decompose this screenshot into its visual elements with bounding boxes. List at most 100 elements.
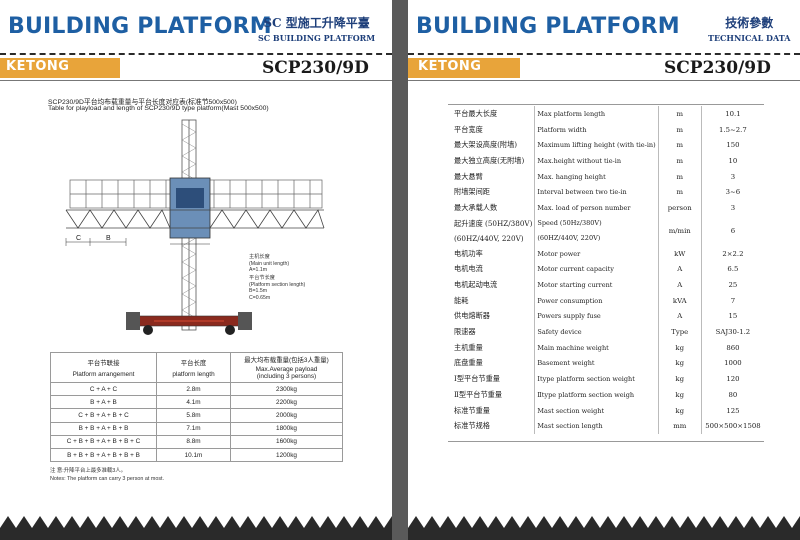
- arrangement-cell: C + B + B + A + B + B + C: [50, 434, 157, 449]
- spec-value: 2×2.2: [700, 245, 764, 262]
- spec-name-en: Basement weight: [534, 355, 659, 372]
- left-rack-decoration: [0, 516, 392, 540]
- left-page: BUILDING PLATFORM SC 型施工升降平臺 SC BUILDING…: [0, 0, 392, 540]
- spec-unit-text: Type: [671, 328, 689, 337]
- spec-row: 起升速度 (50HZ/380V)(60HZ/440V, 220V)Speed (…: [448, 215, 764, 246]
- spec-value: 125: [700, 402, 764, 419]
- spec-name-en: Mast section length: [534, 418, 659, 435]
- spec-name-en-text: Ⅰtype platform section weight: [537, 375, 635, 384]
- table-caption-en: Table for playload and length of SCP230/…: [48, 105, 269, 112]
- length-cell: 2.8m: [156, 381, 231, 397]
- spec-name-en-text: Maximum lifting height (with tie-in): [537, 141, 656, 150]
- spec-name-en: Max.height without tie-in: [534, 153, 659, 169]
- right-subtitle-cn: 技術參數: [725, 16, 774, 30]
- spec-value-text: 860: [726, 343, 740, 352]
- spec-name-cn-text: Ⅰ型平台节重量: [454, 374, 500, 384]
- spec-name-en-text: Interval between two tie-in: [537, 188, 627, 197]
- spec-unit: mm: [657, 418, 702, 435]
- spec-name-en: Motor starting current: [534, 277, 659, 293]
- right-rack-decoration: [408, 516, 800, 540]
- spec-row: 主机重量 Main machine weight kg 860: [448, 339, 764, 356]
- arrangement-cell: C + B + A + B + C: [50, 408, 157, 423]
- spec-value-text: 500×500×1508: [705, 422, 761, 431]
- spec-unit-text: kg: [675, 359, 685, 368]
- spec-value: 25: [700, 277, 764, 293]
- col-length-cn: 平台长度: [180, 359, 207, 367]
- dimension-lines: [65, 238, 210, 246]
- right-brand-bar: KETONG: [408, 58, 520, 78]
- spec-value: 15: [700, 308, 764, 325]
- spec-unit-text: kg: [675, 375, 685, 384]
- spec-unit: m/min: [657, 215, 702, 246]
- spec-value-text: 3: [730, 172, 736, 181]
- right-page-title: BUILDING PLATFORM: [416, 14, 680, 39]
- payload-cell: 2300kg: [230, 381, 343, 397]
- spec-value-text: 2×2.2: [722, 249, 744, 258]
- spec-value-text: 6: [730, 226, 736, 235]
- spec-name-cn-text: 主机重量: [454, 342, 483, 352]
- length-cell: 5.8m: [156, 408, 231, 423]
- spec-name-cn-text: 限速器: [454, 327, 476, 337]
- spec-name-cn-text: 标准节重量: [454, 405, 490, 415]
- spec-value-text: 1.5~2.7: [719, 125, 747, 134]
- spec-name-cn: 底盘重量: [448, 356, 535, 372]
- col-arrangement-en: Platform arrangement: [72, 370, 135, 378]
- spec-name-cn-text: 电机电流: [454, 264, 483, 274]
- spec-value-text: 1000: [724, 359, 742, 368]
- spec-name-en: Power consumption: [534, 292, 659, 309]
- specs-frame: [448, 104, 764, 442]
- spec-name-cn: 平台最大长度: [448, 106, 535, 122]
- spec-unit-text: kg: [675, 343, 685, 352]
- page-gutter: [392, 0, 408, 540]
- spec-value-text: 10.1: [725, 109, 741, 118]
- spec-unit-text: A: [677, 312, 683, 321]
- spec-value: 3~6: [700, 184, 764, 201]
- spec-name-en-text: Motor power: [537, 249, 581, 258]
- spec-name-cn-text: 最大架设高度(附墙): [454, 140, 518, 150]
- spec-unit-text: A: [677, 281, 683, 290]
- spec-unit: person: [657, 200, 702, 216]
- left-model: SCP230/9D: [262, 58, 369, 78]
- spec-value: SAJ30-1.2: [700, 324, 764, 340]
- spec-unit: m: [657, 153, 702, 169]
- spec-value: 7: [700, 292, 764, 309]
- spec-name-cn-text: 能耗: [454, 295, 469, 305]
- spec-value: 120: [700, 371, 764, 387]
- arrangement-cell: C + A + C: [50, 381, 157, 397]
- main-unit-length-label: 主机长度 (Main unit length) A=1.1m: [249, 254, 290, 273]
- dim-b-label: B: [106, 235, 111, 242]
- spec-name-en: Max. hanging height: [534, 168, 659, 185]
- spec-unit-text: kg: [675, 390, 685, 399]
- spec-value: 1000: [700, 355, 764, 372]
- spec-name-en-text: Main machine weight: [537, 343, 609, 352]
- spec-unit-text: A: [677, 265, 683, 274]
- spec-name-en-text: Motor current capacity: [537, 265, 614, 274]
- spec-unit-text: m: [676, 125, 683, 134]
- spec-name-en-text: Max platform length: [537, 109, 606, 118]
- payload-cell: 1600kg: [230, 434, 343, 449]
- spec-name-en-text: Basement weight: [537, 359, 595, 368]
- col-payload-en: Max.Average payload (including 3 persons…: [255, 366, 318, 380]
- left-dashed-rule: [0, 53, 392, 55]
- spec-unit-text: m: [676, 156, 683, 165]
- spec-name-cn: 最大独立高度(无附墙): [448, 153, 535, 169]
- spec-name-en: Mast section weight: [534, 402, 659, 419]
- spec-value-text: 3~6: [725, 188, 741, 197]
- spec-value-text: 80: [728, 390, 738, 399]
- spec-name-cn: 电机电流: [448, 262, 535, 278]
- spec-name-cn-text: 供电熔断器: [454, 311, 490, 321]
- left-page-title: BUILDING PLATFORM: [8, 14, 272, 39]
- section-length-label: 平台节长度 (Platform section length) B=1.5m C…: [249, 275, 306, 301]
- spec-name-en-text: Max.height without tie-in: [537, 156, 622, 165]
